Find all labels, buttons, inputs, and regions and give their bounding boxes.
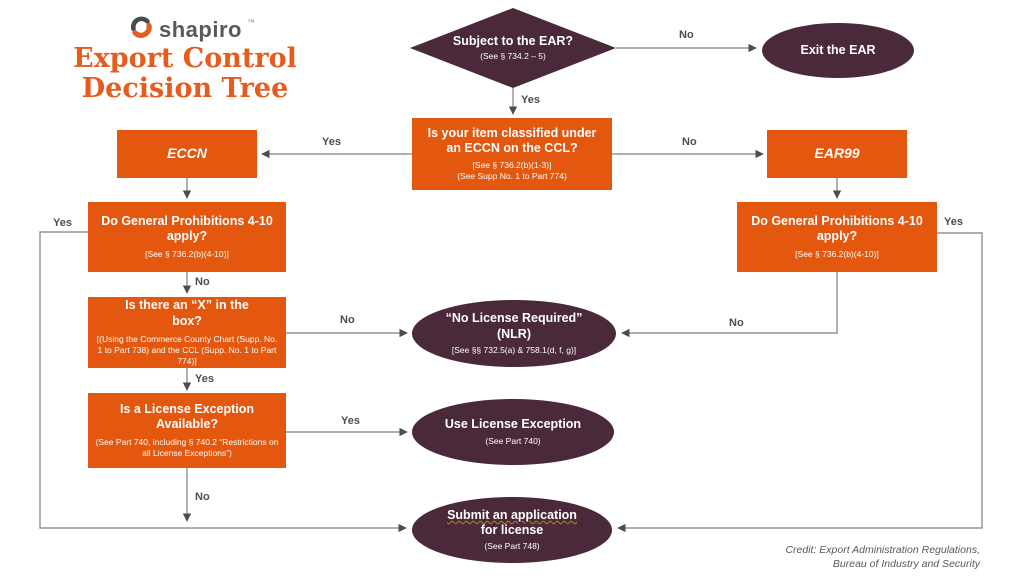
shapiro-logo-text: shapiro xyxy=(159,16,242,42)
node-prohibitions-left-subtext: [See § 736.2(b)(4-10)] xyxy=(145,249,229,260)
node-no-license-required: “No License Required” (NLR) [See §§ 732.… xyxy=(412,300,616,367)
credit-text: Credit: Export Administration Regulation… xyxy=(785,543,980,571)
node-eccn-question-subtext1: [See § 736.2(b)(1-3)] xyxy=(472,160,552,171)
node-exit-the-ear: Exit the EAR xyxy=(762,23,914,78)
node-subject-to-ear-subtext: (See § 734.2 – 5) xyxy=(480,51,546,62)
edge-label-prohib-left-no: No xyxy=(195,276,210,288)
credit-line2: Bureau of Industry and Security xyxy=(832,558,980,571)
node-eccn-question-title: Is your item classified under an ECCN on… xyxy=(427,125,597,156)
node-ear99-title: EAR99 xyxy=(814,145,860,162)
node-exit-the-ear-title: Exit the EAR xyxy=(800,42,876,57)
node-submit-application-subtext: (See Part 748) xyxy=(484,541,540,552)
edge-label-xbox-no: No xyxy=(340,314,355,326)
node-use-license-exception: Use License Exception (See Part 740) xyxy=(412,399,614,465)
node-license-exception-question: Is a License Exception Available? (See P… xyxy=(88,393,286,468)
node-nlr-title-line1: “No License Required” xyxy=(445,311,583,326)
node-license-exception-title: Is a License Exception Available? xyxy=(119,401,255,432)
page-title: Export Control Decision Tree xyxy=(60,43,310,105)
trademark-symbol: ™ xyxy=(246,18,255,27)
edge-label-eccn-yes: Yes xyxy=(322,136,341,148)
node-nlr-title-line2: (NLR) xyxy=(496,326,531,341)
node-submit-application-title-line1: Submit an application xyxy=(447,507,577,522)
edge-label-diamond-yes: Yes xyxy=(521,94,540,106)
node-x-in-box: Is there an “X” in the box? [(Using the … xyxy=(88,297,286,368)
node-prohibitions-left-title: Do General Prohibitions 4-10 apply? xyxy=(101,213,273,244)
node-prohibitions-right-title: Do General Prohibitions 4-10 apply? xyxy=(751,213,923,244)
credit-line1: Credit: Export Administration Regulation… xyxy=(785,544,980,556)
edge-label-prohib-left-yes: Yes xyxy=(53,217,72,229)
edge-label-license-yes: Yes xyxy=(341,415,360,427)
shapiro-logo: shapiro ™ xyxy=(128,14,255,45)
edge-label-prohib-right-no: No xyxy=(729,317,744,329)
node-nlr-subtext: [See §§ 732.5(a) & 758.1(d, f, g)] xyxy=(451,344,577,355)
node-x-in-box-title: Is there an “X” in the box? xyxy=(125,298,249,328)
node-prohibitions-left: Do General Prohibitions 4-10 apply? [See… xyxy=(88,202,286,272)
node-eccn-question: Is your item classified under an ECCN on… xyxy=(412,118,612,190)
node-eccn-question-subtext2: (See Supp No. 1 to Part 774) xyxy=(457,171,567,182)
node-submit-application: Submit an application for license (See P… xyxy=(412,497,612,563)
page-title-line2: Decision Tree xyxy=(81,73,289,105)
node-ear99: EAR99 xyxy=(767,130,907,178)
edge-label-ear99-no: No xyxy=(682,136,697,148)
shapiro-logo-icon xyxy=(128,14,154,45)
node-prohibitions-right-subtext: [See § 736.2(b)(4-10)] xyxy=(795,249,879,260)
edge-label-prohib-right-yes: Yes xyxy=(944,216,963,228)
node-use-license-exception-subtext: (See Part 740) xyxy=(485,436,541,447)
node-subject-to-ear-title: Subject to the EAR? xyxy=(452,33,574,48)
node-license-exception-subtext: (See Part 740, including § 740.2 “Restri… xyxy=(95,437,279,459)
node-eccn-title: ECCN xyxy=(167,145,207,162)
edge-label-diamond-no: No xyxy=(679,29,694,41)
node-subject-to-ear: Subject to the EAR? (See § 734.2 – 5) xyxy=(410,8,616,88)
edge-label-xbox-yes: Yes xyxy=(195,373,214,385)
node-eccn: ECCN xyxy=(117,130,257,178)
node-x-in-box-subtext: [(Using the Commerce County Chart (Supp.… xyxy=(96,333,278,366)
node-prohibitions-right: Do General Prohibitions 4-10 apply? [See… xyxy=(737,202,937,272)
node-submit-application-title-line2: for license xyxy=(480,523,544,538)
page-title-line1: Export Control xyxy=(73,43,297,74)
edge-label-license-no: No xyxy=(195,491,210,503)
node-use-license-exception-title: Use License Exception xyxy=(444,416,582,431)
